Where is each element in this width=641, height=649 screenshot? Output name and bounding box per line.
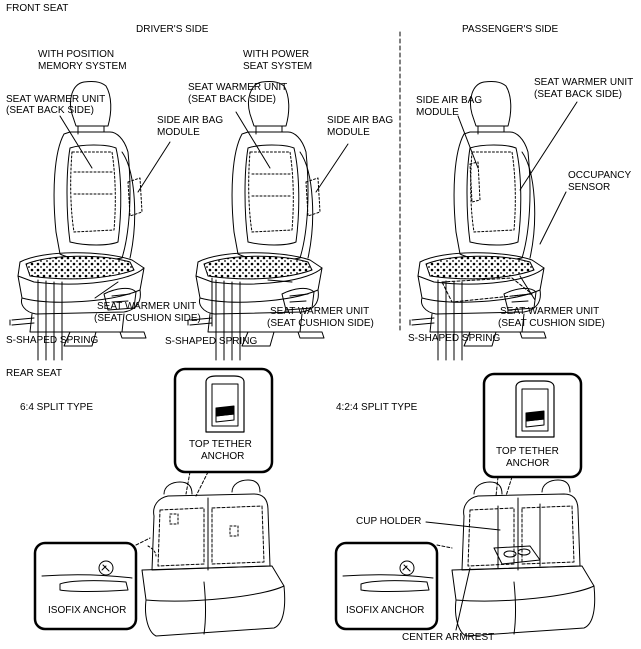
label-occupancy-sensor-a: OCCUPANCY — [568, 170, 632, 181]
label-warmer-back-3a: SEAT WARMER UNIT — [534, 77, 634, 88]
label-warmer-back-2b: (SEAT BACK SIDE) — [188, 94, 276, 105]
label-cup-holder: CUP HOLDER — [356, 516, 422, 527]
label-s-spring-3: S-SHAPED SPRING — [408, 333, 501, 344]
rear-leader-lines — [135, 471, 513, 549]
label-occupancy-sensor-b: SENSOR — [568, 182, 611, 193]
rear-solid-leaders — [425, 521, 501, 631]
label-side-air-bag-2b: MODULE — [327, 127, 370, 138]
label-top-tether-left-b: ANCHOR — [201, 451, 245, 462]
isofix-icon-right — [342, 560, 434, 592]
label-split-424: 4:2:4 SPLIT TYPE — [336, 402, 418, 413]
label-side-air-bag-3b: MODULE — [416, 107, 459, 118]
label-split-64: 6:4 SPLIT TYPE — [20, 402, 94, 413]
passengers-side-heading: PASSENGER'S SIDE — [462, 24, 559, 35]
tether-anchor-icon-left — [205, 375, 245, 433]
label-warmer-cushion-2b: (SEAT CUSHION SIDE) — [267, 318, 374, 329]
label-with-power-seat-2: SEAT SYSTEM — [243, 61, 313, 72]
label-isofix-left: ISOFIX ANCHOR — [48, 605, 127, 616]
front-leader-lines — [59, 101, 578, 327]
isofix-icon-left — [41, 560, 133, 592]
label-side-air-bag-1a: SIDE AIR BAG — [157, 115, 224, 126]
drivers-side-heading: DRIVER'S SIDE — [136, 24, 209, 35]
seat-passenger — [409, 80, 547, 361]
label-top-tether-left-a: TOP TETHER — [189, 439, 252, 450]
label-isofix-right: ISOFIX ANCHOR — [346, 605, 425, 616]
label-warmer-back-3b: (SEAT BACK SIDE) — [534, 89, 622, 100]
label-warmer-back-2a: SEAT WARMER UNIT — [188, 82, 288, 93]
callout-box-isofix-right — [334, 541, 439, 631]
label-with-power-seat-1: WITH POWER — [243, 49, 310, 60]
label-center-armrest: CENTER ARMREST — [402, 632, 495, 643]
label-warmer-back-1b: (SEAT BACK SIDE) — [6, 105, 94, 116]
label-warmer-cushion-3a: SEAT WARMER UNIT — [500, 306, 600, 317]
label-side-air-bag-2a: SIDE AIR BAG — [327, 115, 394, 126]
label-with-position-memory-1: WITH POSITION — [38, 49, 115, 60]
label-warmer-cushion-3b: (SEAT CUSHION SIDE) — [498, 318, 605, 329]
rear-seat-64 — [141, 479, 286, 637]
label-s-spring-1: S-SHAPED SPRING — [6, 335, 99, 346]
callout-box-isofix-left — [33, 541, 138, 631]
label-side-air-bag-3a: SIDE AIR BAG — [416, 95, 483, 106]
label-top-tether-right-a: TOP TETHER — [496, 446, 559, 457]
label-top-tether-right-b: ANCHOR — [506, 458, 550, 469]
front-seat-title: FRONT SEAT — [6, 3, 69, 14]
label-warmer-back-1a: SEAT WARMER UNIT — [6, 94, 106, 105]
label-warmer-cushion-1a: SEAT WARMER UNIT — [97, 301, 197, 312]
callout-box-tether-right — [482, 372, 583, 479]
callout-box-tether-left — [173, 367, 274, 474]
label-with-position-memory-2: MEMORY SYSTEM — [38, 61, 127, 72]
rear-seat-title: REAR SEAT — [6, 368, 62, 379]
rear-seat-424 — [451, 479, 596, 637]
label-warmer-cushion-1b: (SEAT CUSHION SIDE) — [94, 313, 201, 324]
seat-driver-power — [187, 80, 325, 361]
label-side-air-bag-1b: MODULE — [157, 127, 200, 138]
tether-anchor-icon-right — [515, 380, 555, 438]
label-warmer-cushion-2a: SEAT WARMER UNIT — [270, 306, 370, 317]
seat-driver-memory — [9, 80, 147, 361]
label-s-spring-2: S-SHAPED SPRING — [165, 336, 258, 347]
